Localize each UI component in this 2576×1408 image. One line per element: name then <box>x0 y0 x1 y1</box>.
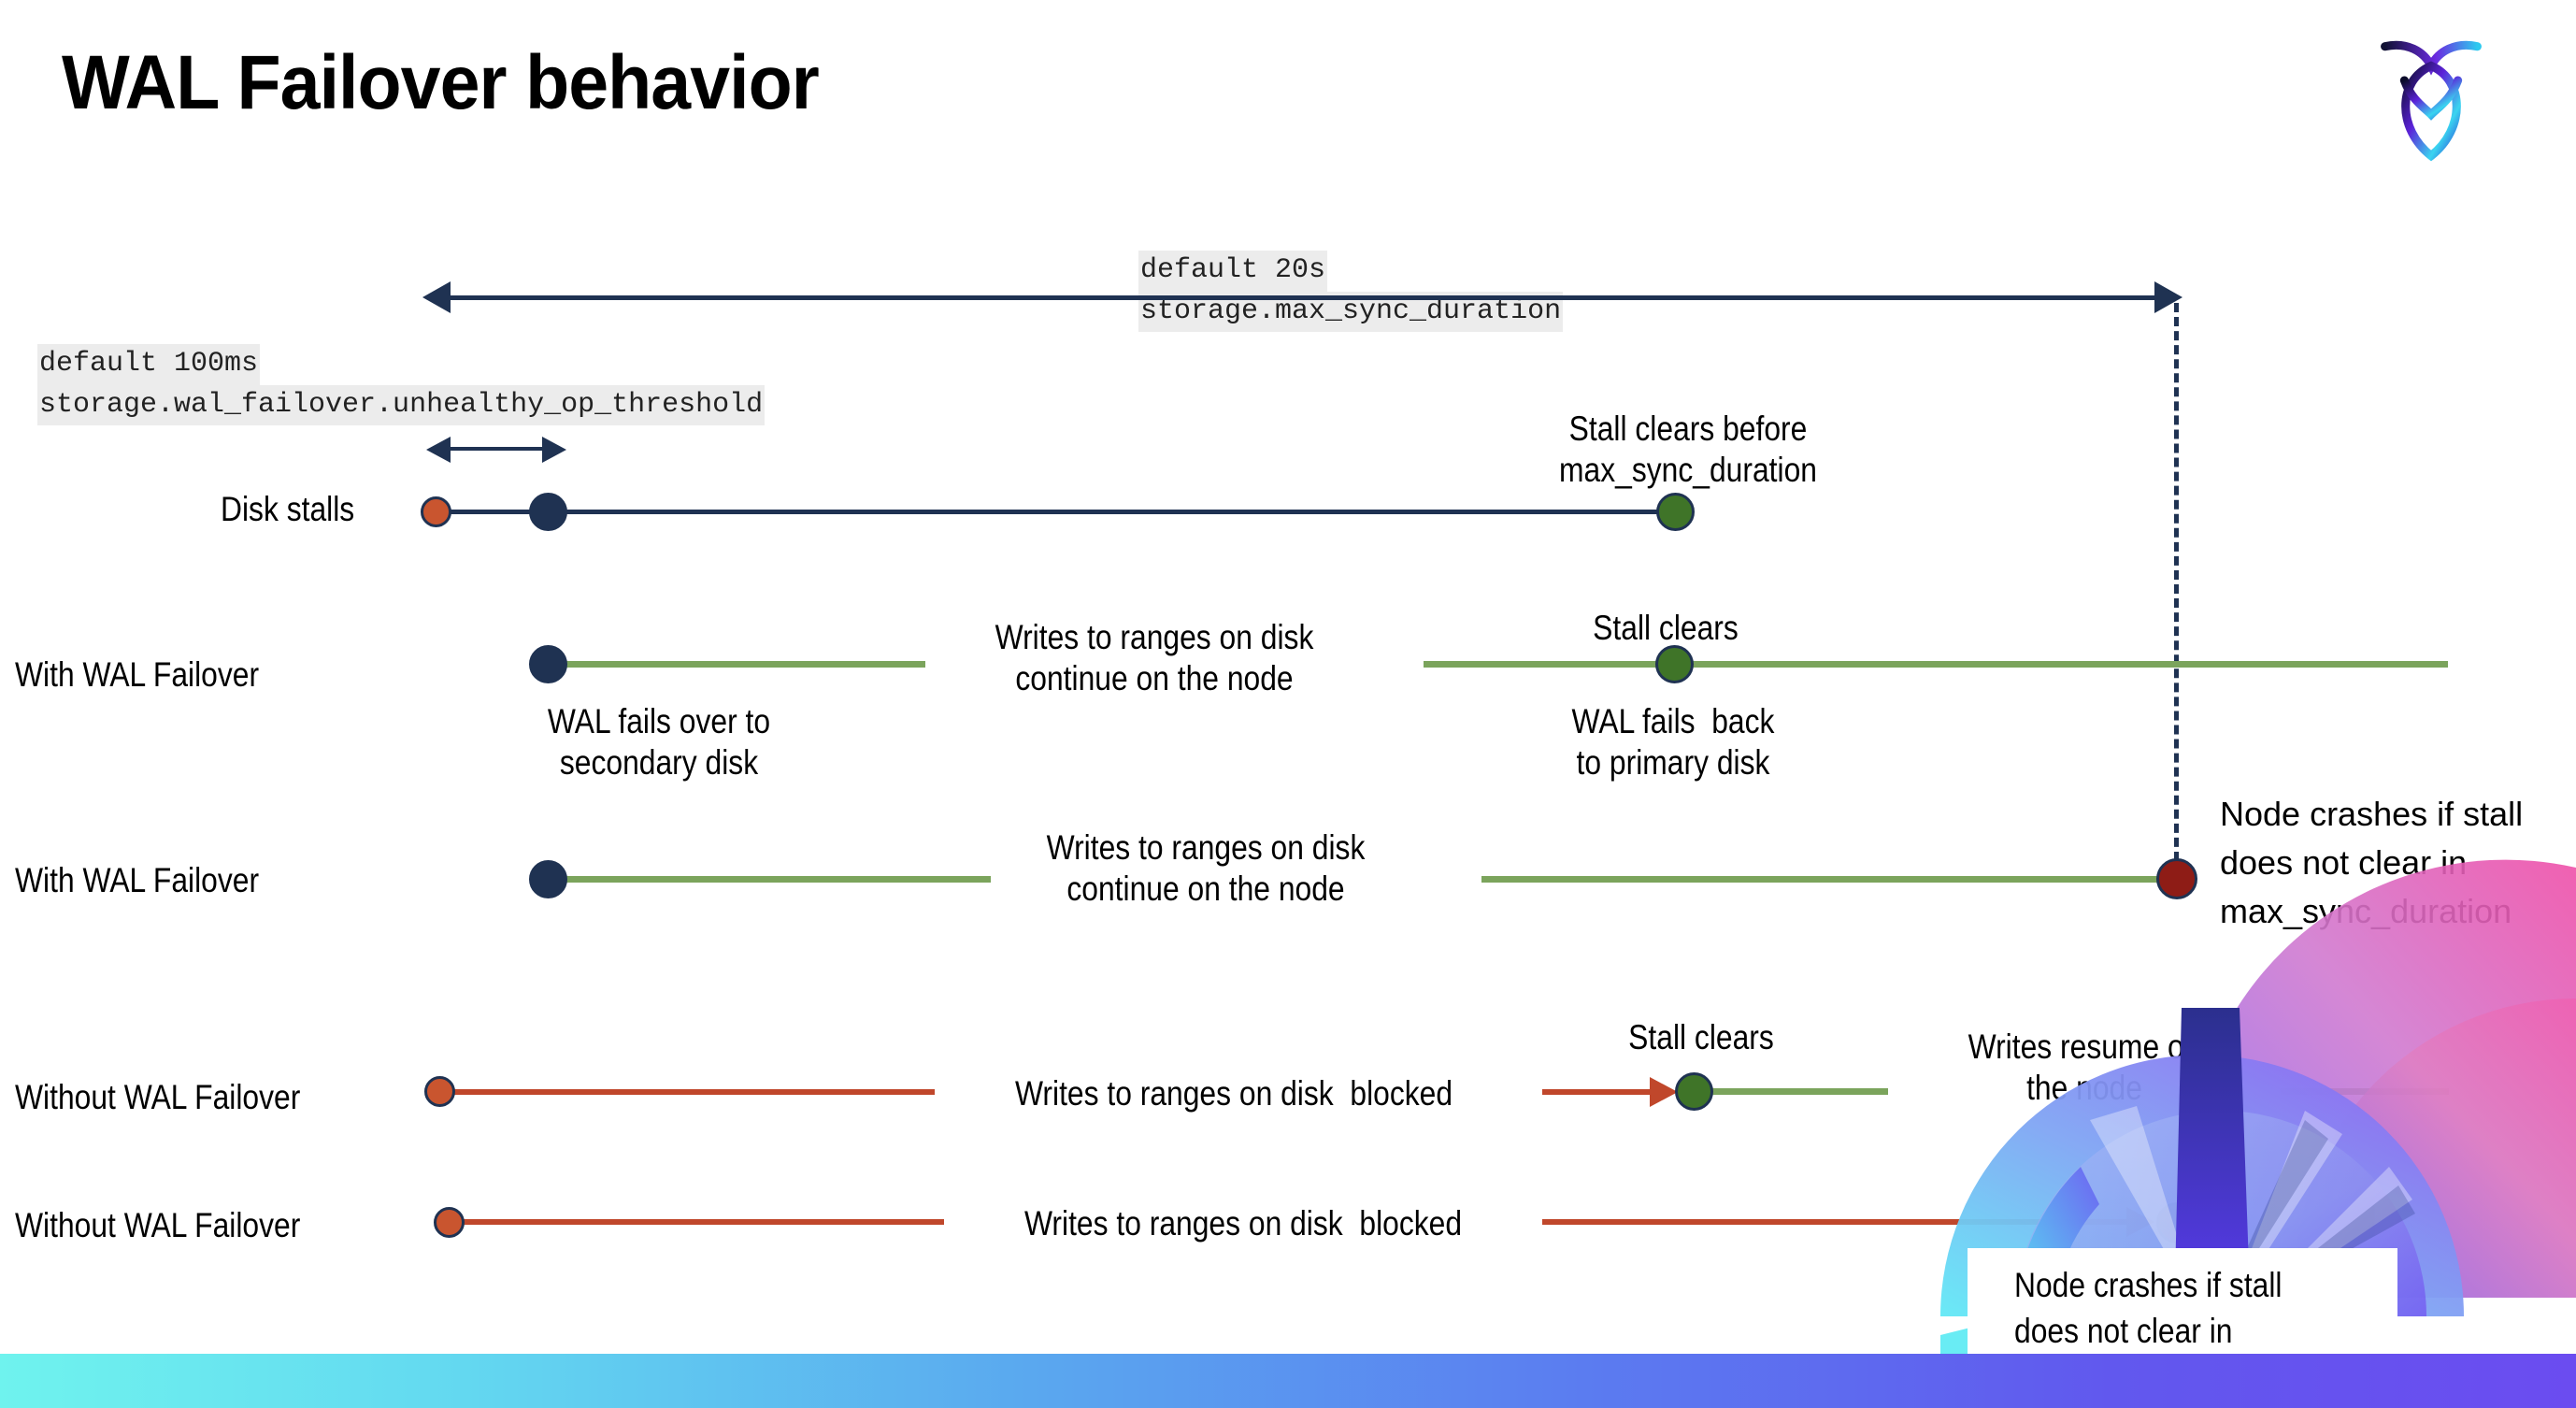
max-sync-duration-annotation: default 20s storage.max_sync_duration <box>1138 251 1564 332</box>
max-sync-span-line <box>449 295 2176 300</box>
without-wal-failover-2-stall-start-marker <box>434 1207 465 1238</box>
unhealthy-threshold-default-text: default 100ms <box>37 344 261 385</box>
with-wal-failover-1-segment-a <box>542 661 925 668</box>
without-wal-failover-1-arrow-icon <box>1650 1077 1678 1107</box>
wal-fails-over-marker <box>529 645 567 683</box>
with-wal-failover-2-node-crash-marker <box>2156 858 2197 899</box>
max-sync-deadline-dashed-line <box>2174 303 2179 875</box>
with-wal-failover-1-stall-clears-marker <box>1655 645 1694 683</box>
with-wal-failover-2-failover-marker <box>529 860 567 898</box>
threshold-span-arrow-left-icon <box>426 437 451 463</box>
note-stall-clears-2: Stall clears <box>1628 1018 1774 1056</box>
note-writes-blocked-2: Writes to ranges on disk blocked <box>1023 1204 1463 1243</box>
unhealthy-threshold-setting-text: storage.wal_failover.unhealthy_op_thresh… <box>37 384 766 425</box>
row-label-with-wal-failover-1: With WAL Failover <box>15 655 260 694</box>
row-label-without-wal-failover-2: Without WAL Failover <box>15 1206 301 1244</box>
bottom-gradient-bar <box>0 1354 2576 1408</box>
note-writes-continue-1: Writes to ranges on disk continue on the… <box>995 618 1314 698</box>
row-label-disk-stalls: Disk stalls <box>221 490 355 528</box>
disk-stalls-timeline <box>439 510 1682 514</box>
note-writes-continue-2: Writes to ranges on disk continue on the… <box>1046 828 1366 909</box>
note-wal-fails-over: WAL fails over to secondary disk <box>547 702 771 783</box>
row-label-without-wal-failover-1: Without WAL Failover <box>15 1078 301 1116</box>
threshold-span-arrow-right-icon <box>542 437 566 463</box>
with-wal-failover-2-segment-a <box>542 876 991 883</box>
without-wal-failover-2-blocked-segment-b <box>1542 1219 2140 1225</box>
unhealthy-threshold-annotation: default 100ms storage.wal_failover.unhea… <box>37 344 766 425</box>
max-sync-span-arrow-left-icon <box>422 281 451 313</box>
without-wal-failover-1-resume-segment <box>1692 1088 1888 1095</box>
without-wal-failover-2-blocked-segment-a <box>458 1219 944 1225</box>
without-wal-failover-1-stall-start-marker <box>424 1076 455 1107</box>
max-sync-default-text: default 20s <box>1138 251 1328 292</box>
disk-stall-clears-marker <box>1656 493 1695 531</box>
cockroach-labs-logo-icon <box>2381 40 2482 162</box>
note-stall-clears-1: Stall clears <box>1593 609 1739 647</box>
note-writes-blocked-1: Writes to ranges on disk blocked <box>1014 1074 1453 1113</box>
threshold-span-line <box>447 447 550 451</box>
note-stall-clears-before-max-sync: Stall clears before max_sync_duration <box>1559 409 1817 490</box>
page-title: WAL Failover behavior <box>62 40 820 125</box>
without-wal-failover-1-blocked-segment <box>449 1089 935 1095</box>
without-wal-failover-1-blocked-segment-b <box>1542 1089 1664 1095</box>
disk-stall-start-marker <box>421 496 451 527</box>
disk-stall-failover-marker <box>529 493 567 531</box>
with-wal-failover-1-segment-b <box>1424 661 2448 668</box>
without-wal-failover-1-stall-clears-marker <box>1675 1072 1713 1111</box>
row-label-with-wal-failover-2: With WAL Failover <box>15 861 260 899</box>
note-wal-fails-back: WAL fails back to primary disk <box>1571 702 1775 783</box>
with-wal-failover-2-segment-b <box>1481 876 2173 883</box>
